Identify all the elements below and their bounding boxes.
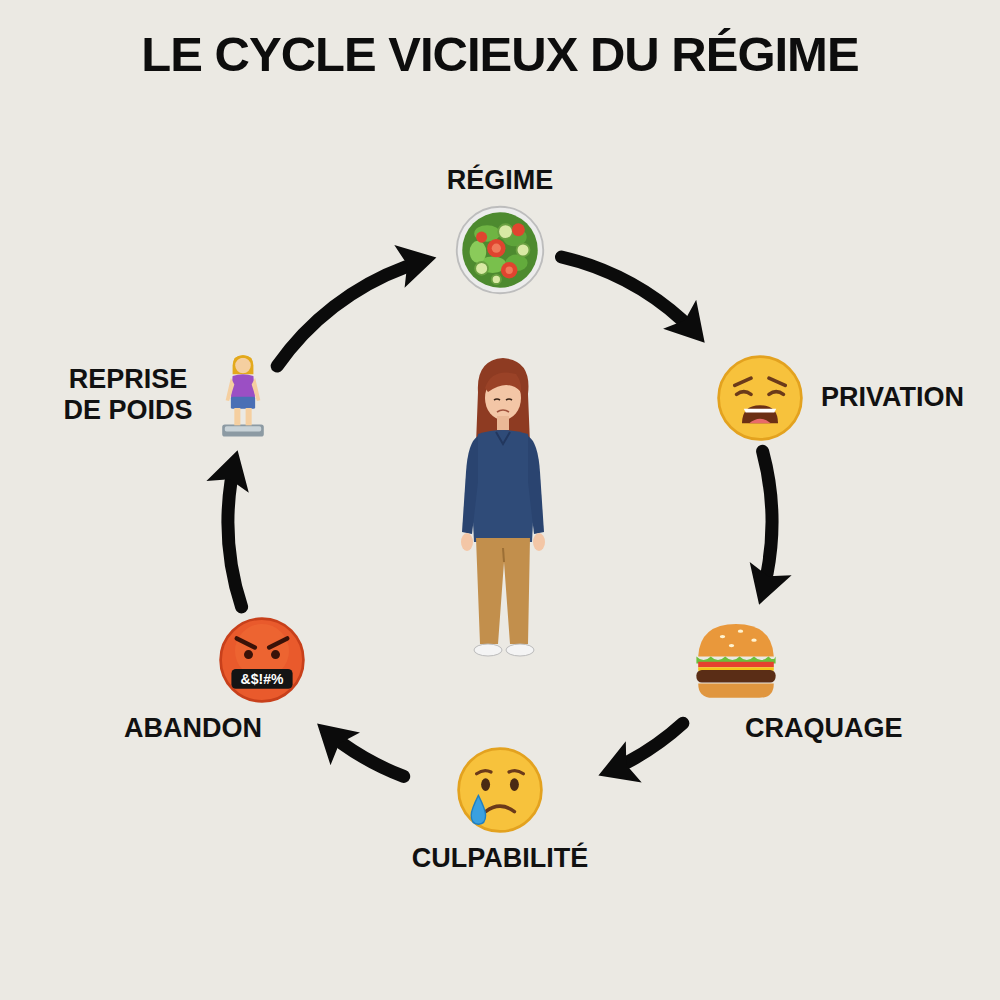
stage-label: PRIVATION [821, 382, 964, 413]
arrow-shaft [627, 723, 683, 762]
cycle-arrow [750, 451, 792, 604]
stage-icon [217, 350, 269, 440]
stage-label: RÉGIME [447, 165, 554, 196]
cycle-arrow [562, 257, 705, 343]
cycle-stage: PRIVATION [715, 353, 964, 443]
stage-icon [715, 353, 805, 443]
cycle-arrow [317, 723, 404, 776]
arrow-head [750, 562, 792, 605]
arrow-shaft [277, 267, 406, 366]
arrow-shaft [228, 482, 242, 607]
arrow-head [663, 300, 705, 343]
arrow-shaft [763, 451, 772, 574]
arrow-shaft [342, 743, 404, 776]
sad-woman-illustration [448, 352, 558, 662]
stage-icon [691, 615, 781, 705]
cycle-arrow [598, 723, 683, 782]
cycle-arrow [206, 450, 248, 607]
stage-icon [455, 745, 545, 835]
arrow-head [317, 723, 360, 765]
cycle-stage: CRAQUAGE [691, 615, 903, 744]
cycle-stage: RÉGIME [447, 165, 554, 296]
cycle-arrow [277, 245, 436, 366]
cycle-stage: CULPABILITÉ [412, 745, 589, 874]
stage-icon [454, 204, 546, 296]
diagram-title: LE CYCLE VICIEUX DU RÉGIME [0, 26, 1000, 82]
stage-label: ABANDON [124, 713, 262, 744]
cycle-stage: REPRISE DE POIDS [53, 350, 269, 440]
arrow-shaft [562, 257, 683, 320]
stage-label: REPRISE DE POIDS [53, 364, 203, 426]
swear-symbols: &$!#% [241, 672, 284, 686]
arrow-head [598, 741, 641, 782]
arrow-head [394, 245, 436, 288]
stage-label: CULPABILITÉ [412, 843, 589, 874]
arrow-head [206, 450, 248, 493]
stage-icon [217, 615, 307, 705]
stage-label: CRAQUAGE [745, 713, 903, 744]
